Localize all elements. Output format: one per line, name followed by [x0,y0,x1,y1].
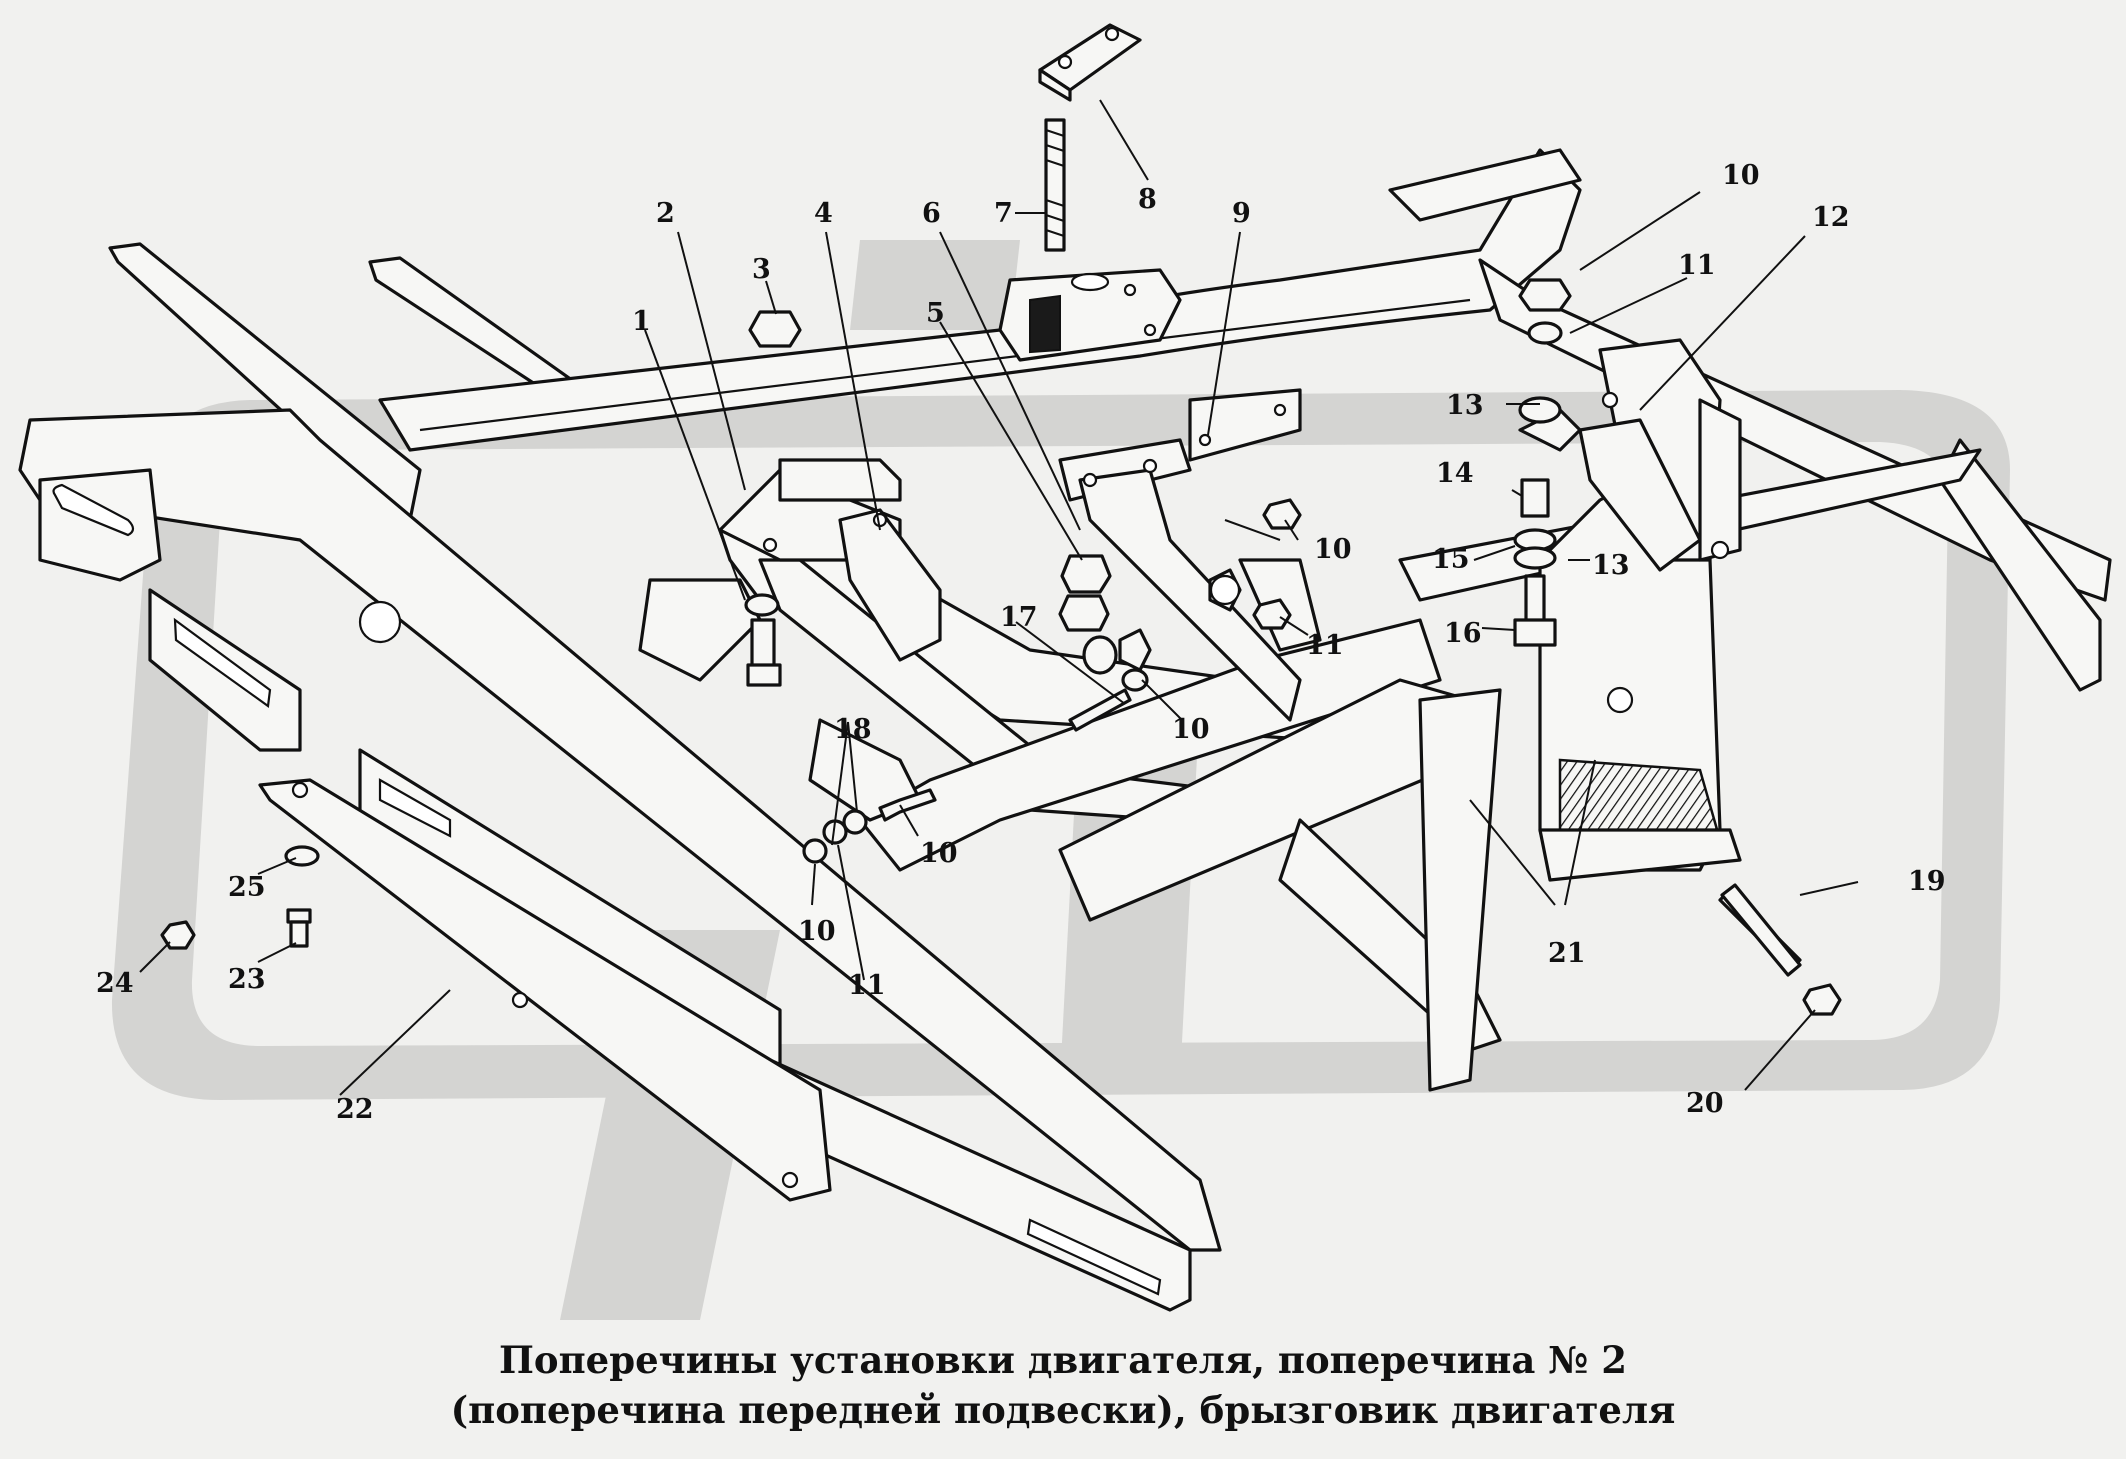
callout-14: 14 [1436,458,1474,489]
callout-11-bottom: 11 [848,970,886,1001]
callout-10-center: 10 [1314,534,1352,565]
callout-4: 4 [814,198,833,229]
diagram-caption: Поперечины установки двигателя, поперечи… [0,1335,2126,1435]
stud-7 [1044,118,1066,252]
callout-3: 3 [752,254,771,285]
callout-11-center: 11 [1306,630,1344,661]
caption-line-2: (поперечина передней подвески), брызгови… [450,1388,1676,1432]
callout-25: 25 [228,872,266,903]
callout-22: 22 [336,1094,374,1125]
callout-10-bottom: 10 [798,916,836,947]
engine-mount-bracket-left [638,458,942,822]
callout-6: 6 [922,198,941,229]
callout-10-washer-stack: 10 [920,838,958,869]
callout-7: 7 [994,198,1013,229]
callout-13-lower: 13 [1592,550,1630,581]
leader-lines [139,99,1859,1096]
callout-8: 8 [1138,184,1157,215]
rubber-mount-pad-top [998,268,1182,362]
callout-13-upper: 13 [1446,390,1484,421]
callout-20: 20 [1686,1088,1724,1119]
callout-2: 2 [656,198,675,229]
callout-labels: 1 2 3 4 5 6 7 8 9 10 10 10 10 10 11 11 1… [96,160,1946,1125]
mount-plate-8 [1038,23,1142,102]
callout-10-crossmember: 10 [1172,714,1210,745]
callout-9: 9 [1232,198,1251,229]
engine-splash-guard-22 [258,778,832,1202]
caption-line-1: Поперечины установки двигателя, поперечи… [498,1338,1628,1382]
callout-19: 19 [1908,866,1946,897]
callout-11-top-right: 11 [1678,250,1716,281]
callout-17: 17 [1000,602,1038,633]
callout-10-top-right: 10 [1722,160,1760,191]
engine-mount-bracket-right [1058,388,1302,722]
callout-18: 18 [834,714,872,745]
callout-12: 12 [1812,202,1850,233]
callout-24: 24 [96,968,134,999]
callout-15: 15 [1432,544,1470,575]
callout-5: 5 [926,298,945,329]
engine-mount-right-support-12 [1518,338,1742,572]
stud-19 [1720,883,1802,977]
callout-21: 21 [1548,938,1586,969]
callout-16: 16 [1444,618,1482,649]
callout-1: 1 [632,306,651,337]
callout-23: 23 [228,964,266,995]
